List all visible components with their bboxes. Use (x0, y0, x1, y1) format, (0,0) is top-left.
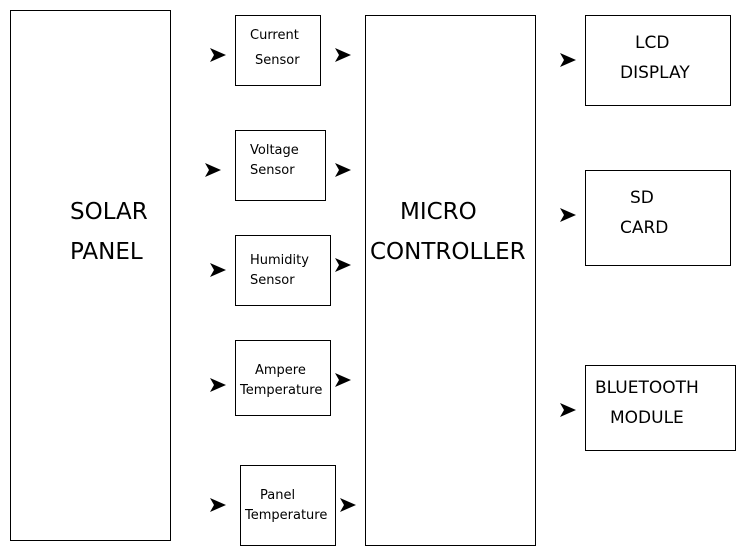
ampere-temperature-label-line2: Temperature (240, 383, 323, 398)
voltage-sensor-label-line2: Sensor (250, 163, 295, 178)
sd-card-label-line1: SD (630, 188, 654, 208)
microcontroller-block (365, 15, 536, 546)
microcontroller-label-line2: CONTROLLER (370, 239, 526, 265)
humidity-sensor-label-line2: Sensor (250, 273, 295, 288)
arrow-to-sd-card-icon (560, 208, 576, 222)
panel-temperature-block (240, 465, 336, 546)
arrow-to-panel-temperature-icon (210, 498, 226, 512)
current-sensor-label-line1: Current (250, 28, 299, 43)
arrow-to-current-sensor-icon (210, 48, 226, 62)
arrow-from-current-sensor-icon (335, 48, 351, 62)
microcontroller-label-line1: MICRO (400, 199, 477, 225)
panel-temperature-label-line1: Panel (260, 488, 296, 503)
solar-panel-label-line2: PANEL (70, 239, 143, 265)
arrow-from-humidity-sensor-icon (335, 258, 351, 272)
arrow-from-panel-temperature-icon (340, 498, 356, 512)
arrow-from-voltage-sensor-icon (335, 163, 351, 177)
sd-card-label-line2: CARD (620, 218, 669, 238)
arrow-to-bluetooth-module-icon (560, 403, 576, 417)
ampere-temperature-block (235, 340, 331, 416)
bluetooth-module-label-line1: BLUETOOTH (595, 378, 699, 398)
solar-panel-block (10, 10, 171, 541)
humidity-sensor-label-line1: Humidity (250, 253, 309, 268)
lcd-display-block (585, 15, 731, 106)
arrow-from-ampere-temperature-icon (335, 373, 351, 387)
lcd-display-label-line2: DISPLAY (620, 63, 690, 83)
voltage-sensor-label-line1: Voltage (250, 143, 299, 158)
arrow-to-humidity-sensor-icon (210, 263, 226, 277)
current-sensor-block (235, 15, 321, 86)
voltage-sensor-block (235, 130, 326, 201)
solar-panel-label-line1: SOLAR (70, 199, 148, 225)
arrow-to-lcd-display-icon (560, 53, 576, 67)
panel-temperature-label-line2: Temperature (245, 508, 328, 523)
sd-card-block (585, 170, 731, 266)
humidity-sensor-block (235, 235, 331, 306)
arrow-to-voltage-sensor-icon (205, 163, 221, 177)
lcd-display-label-line1: LCD (635, 33, 670, 53)
bluetooth-module-label-line2: MODULE (610, 408, 684, 428)
current-sensor-label-line2: Sensor (255, 53, 300, 68)
arrow-to-ampere-temperature-icon (210, 378, 226, 392)
bluetooth-module-block (585, 365, 736, 451)
ampere-temperature-label-line1: Ampere (255, 363, 306, 378)
